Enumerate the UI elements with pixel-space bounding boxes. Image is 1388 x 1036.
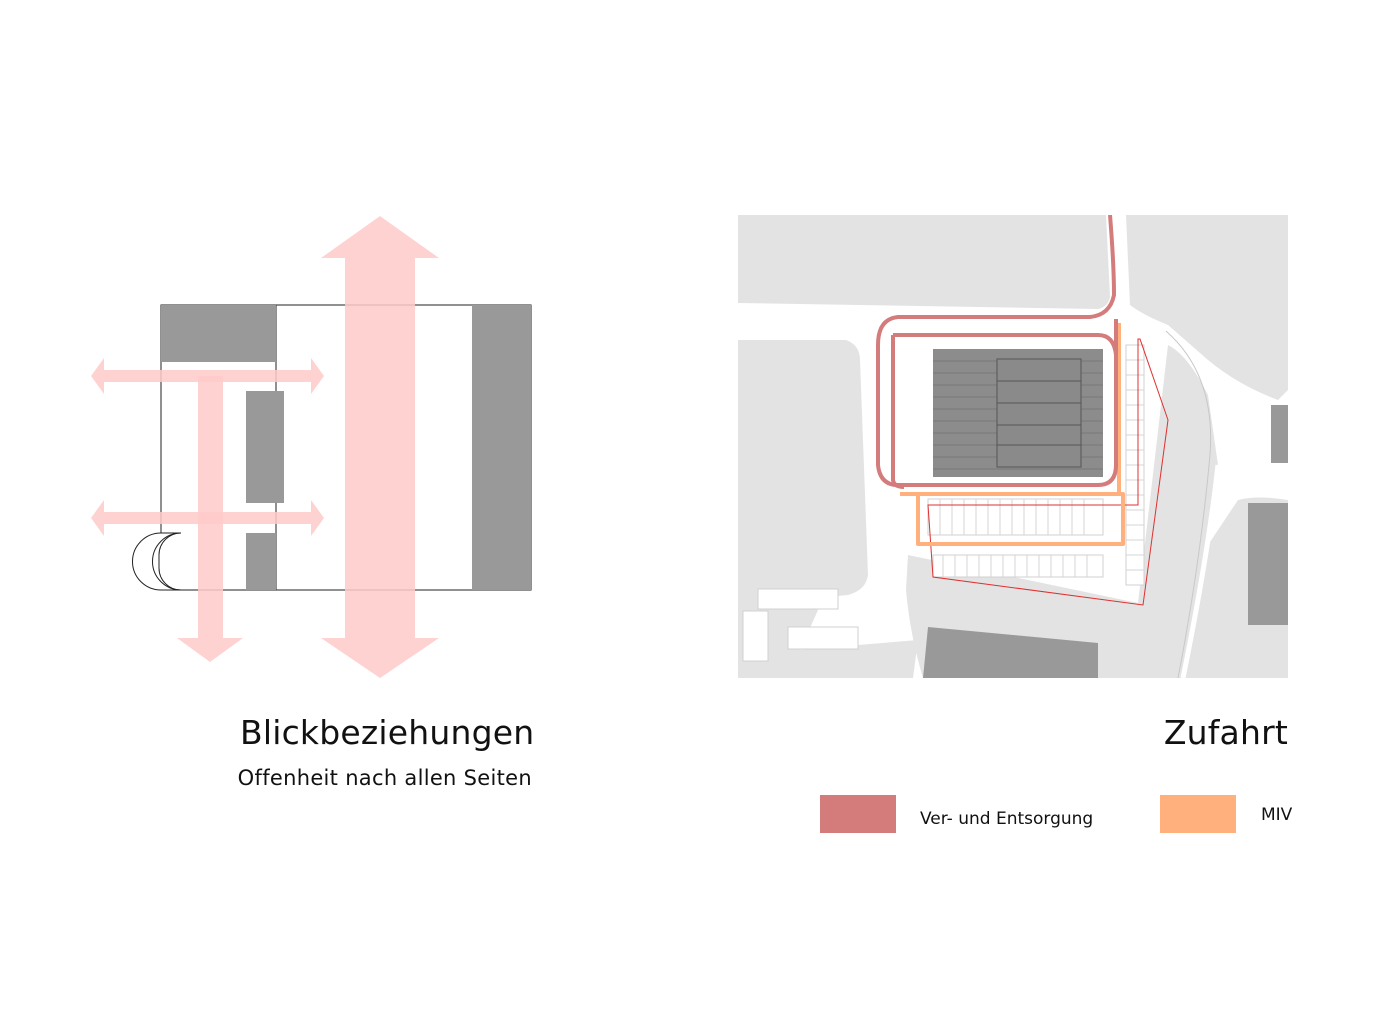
building-middle <box>246 391 284 503</box>
legend-label-supply: Ver- und Entsorgung <box>920 809 1094 829</box>
map-block-left <box>738 340 868 605</box>
right-panel-title: Zufahrt <box>1163 713 1288 752</box>
arrow-vertical-large <box>321 216 439 678</box>
map-block-bottom <box>906 345 1218 678</box>
arrow-horizontal-top <box>91 358 324 394</box>
main-building-core <box>996 358 1082 468</box>
building-bottom <box>923 627 1098 678</box>
supply-route <box>876 215 1118 489</box>
building-right-bottom <box>1248 503 1288 625</box>
arrow-horizontal-bottom <box>91 500 324 536</box>
building-right-top <box>1271 405 1288 463</box>
main-building-core-lines <box>997 380 1081 446</box>
access-site-map <box>738 215 1288 678</box>
miv-route <box>900 323 1125 546</box>
footpath-edge <box>1165 330 1212 678</box>
parking-stall-lines <box>939 359 1144 577</box>
footpath <box>1180 464 1221 678</box>
building-bottom-small <box>246 533 276 590</box>
legend-swatch-supply <box>820 795 896 833</box>
view-relations-diagram <box>91 216 532 678</box>
building-top-left <box>161 305 276 362</box>
map-block-bottom-left <box>738 640 918 678</box>
left-panel-title: Blickbeziehungen <box>240 713 535 752</box>
site-rounded-end <box>152 532 182 591</box>
site-boundary <box>927 338 1169 606</box>
legend-swatch-miv <box>1160 795 1236 833</box>
map-block-top <box>738 215 1110 309</box>
legend-label-miv: MIV <box>1261 805 1293 825</box>
map-block-top-right <box>1126 215 1288 400</box>
left-panel-subtitle: Offenheit nach allen Seiten <box>237 766 532 790</box>
building-right <box>472 305 531 590</box>
site-rounded-end-left <box>132 532 181 591</box>
